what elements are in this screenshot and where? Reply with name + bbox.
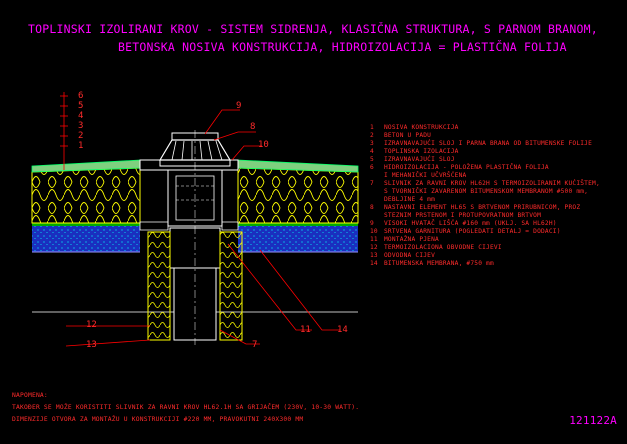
callout-9: 9 — [236, 101, 241, 111]
callout-8: 8 — [250, 122, 255, 132]
layer-num-5: 5 — [78, 101, 83, 111]
callout-12: 12 — [86, 320, 97, 330]
callout-13: 13 — [86, 340, 97, 350]
drain-assembly — [139, 130, 239, 345]
callout-11: 11 — [300, 325, 311, 335]
concrete-slab-left — [32, 226, 140, 252]
layer-number-ladder: 6 5 4 3 2 1 — [60, 91, 83, 170]
callout-leaders — [65, 109, 340, 347]
layer-num-4: 4 — [78, 111, 83, 121]
callout-7: 7 — [252, 340, 257, 350]
note-heading: NAPOMENA: — [12, 392, 48, 399]
pipe-insulation-left — [147, 231, 171, 341]
layer-num-6: 6 — [78, 91, 83, 101]
vapour-barrier-right — [238, 223, 358, 226]
note-line-2: DIMENZIJE OTVORA ZA MONTAŽU U KONSTRUKCI… — [12, 416, 304, 423]
thermal-insulation-left — [31, 167, 141, 224]
roof-layers-right — [237, 159, 359, 253]
layer-num-2: 2 — [78, 131, 83, 141]
layer-num-1: 1 — [78, 141, 83, 151]
callout-14: 14 — [337, 325, 348, 335]
pipe-insulation-right — [219, 231, 243, 341]
note-line-1: TAKOĐER SE MOŽE KORISTITI SLIVNIK ZA RAV… — [12, 404, 360, 411]
drawing-code: 121122A — [569, 414, 617, 427]
layer-num-3: 3 — [78, 121, 83, 131]
concrete-slab-right — [238, 226, 358, 252]
thermal-insulation-right — [237, 167, 359, 224]
title-line-1: TOPLINSKI IZOLIRANI KROV - SISTEM SIDREN… — [28, 22, 598, 36]
title-line-2: BETONSKA NOSIVA KONSTRUKCIJA, HIDROIZOLA… — [118, 40, 567, 54]
callout-10: 10 — [258, 140, 269, 150]
vapour-barrier-left — [32, 223, 140, 226]
roof-layers-left — [31, 159, 141, 253]
